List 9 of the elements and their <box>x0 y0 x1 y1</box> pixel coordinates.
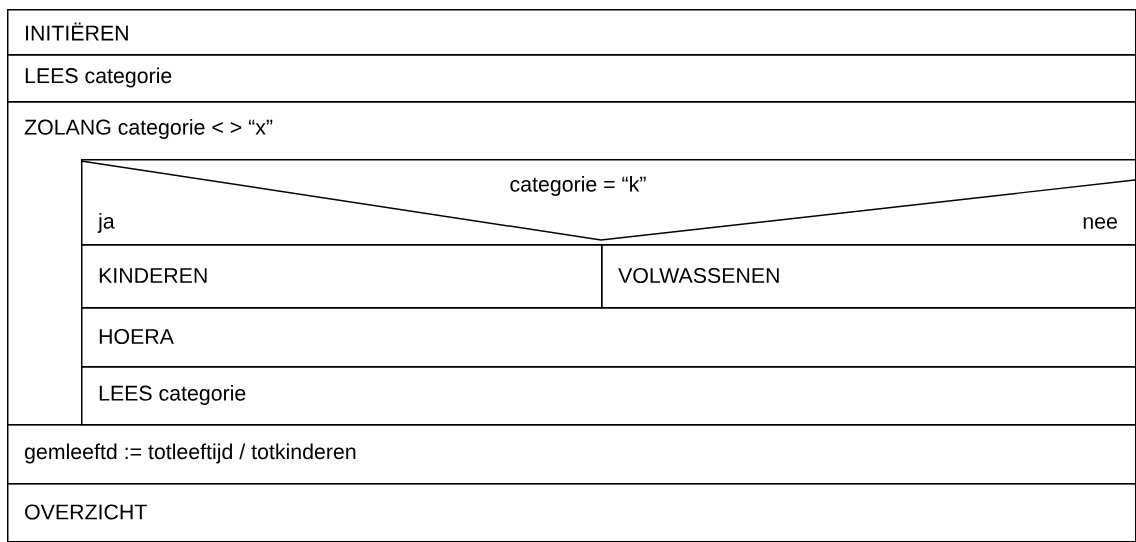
process-box: KINDEREN <box>81 244 603 309</box>
process-box: INITIËREN <box>7 9 1136 56</box>
process-box: HOERA <box>81 307 1136 368</box>
process-box: LEES categorie <box>7 54 1136 103</box>
process-box: gemleeftd := totleeftijd / totkinderen <box>7 424 1136 485</box>
decision-block: categorie = “k” ja nee <box>80 159 1136 246</box>
process-box: VOLWASSENEN <box>601 244 1136 309</box>
process-box: LEES categorie <box>81 366 1136 426</box>
process-box: OVERZICHT <box>7 483 1136 542</box>
